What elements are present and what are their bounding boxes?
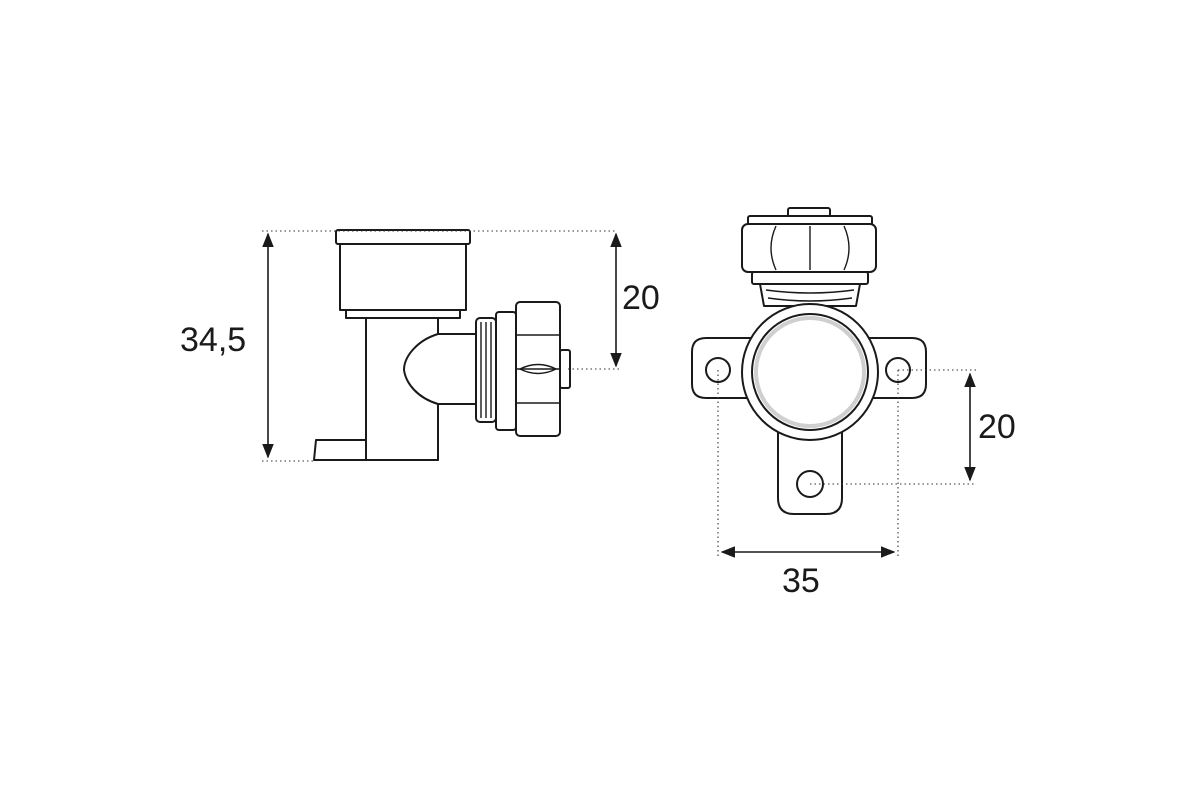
offset-dimension-label: 20: [622, 279, 660, 317]
side-view: 34,5 20: [180, 229, 660, 462]
side-elbow-outlet: [403, 333, 477, 405]
front-hex-nut: [741, 223, 877, 273]
front-body-inner: [751, 313, 869, 431]
side-top-socket: [339, 243, 467, 311]
side-top-cap-rim: [335, 229, 471, 245]
height-dimension-label: 34,5: [180, 321, 246, 359]
side-socket-neck: [345, 309, 461, 319]
side-end-stub: [559, 349, 571, 389]
front-lower-tab: [777, 419, 843, 515]
side-washer: [495, 311, 517, 431]
front-view: 20 35: [691, 207, 1016, 600]
front-washer: [751, 271, 869, 285]
front-thread: [759, 283, 861, 307]
hole-spacing-horizontal-label: 35: [782, 562, 820, 600]
hole-spacing-vertical-label: 20: [978, 408, 1016, 446]
